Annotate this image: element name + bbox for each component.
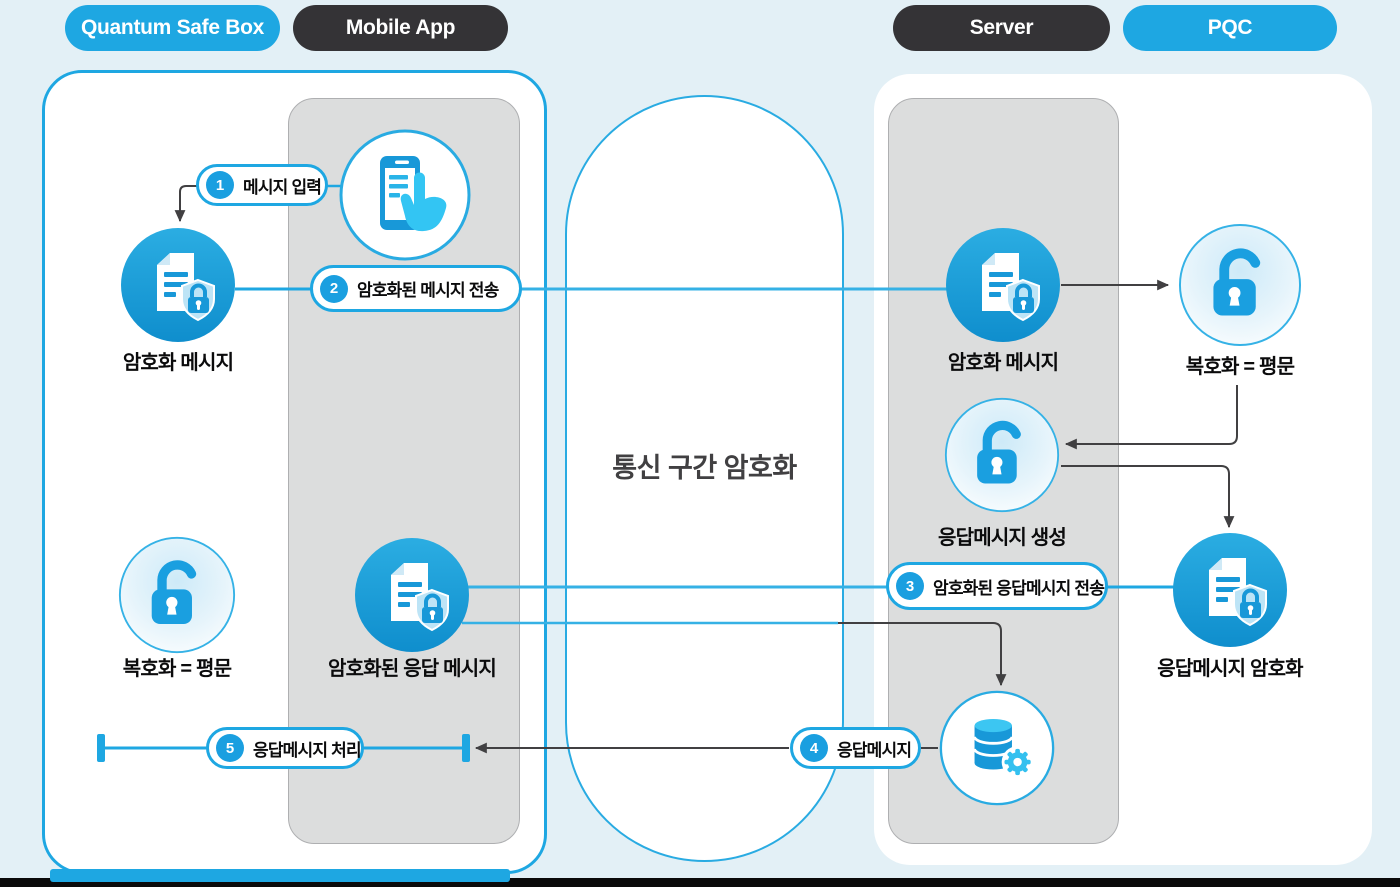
bottom-black-bar: [0, 878, 1400, 887]
step5-number: 5: [216, 734, 244, 762]
decrypt-plaintext-left-label: 복호화 = 평문: [122, 658, 232, 680]
decrypt-plaintext-right-label: 복호화 = 평문: [1185, 356, 1295, 378]
badge-quantum-safe-box: Quantum Safe Box: [65, 5, 280, 51]
badge-label: Quantum Safe Box: [80, 16, 265, 39]
open-lock-icon: [118, 536, 236, 654]
step3-pill: 3 암호화된 응답메시지 전송: [886, 562, 1108, 610]
encrypted-message-right-label: 암호화 메시지: [947, 352, 1059, 374]
step2-label: 암호화된 메시지 전송: [357, 281, 499, 300]
open-lock-icon: [1178, 223, 1302, 347]
step1-pill: 1 메시지 입력: [196, 164, 328, 206]
document-lock-icon: [1173, 533, 1287, 647]
phone-node: [338, 128, 472, 262]
encrypted-message-right-node: [946, 228, 1060, 342]
response-encrypt-label: 응답메시지 암호화: [1157, 658, 1303, 680]
step5-pill: 5 응답메시지 처리: [206, 727, 364, 769]
step1-number: 1: [206, 171, 234, 199]
bottom-blue-bar: [50, 869, 510, 882]
badge-label: Server: [969, 16, 1034, 39]
capsule-title: 통신 구간 암호화: [612, 453, 797, 483]
encrypted-response-left-node: [355, 538, 469, 652]
decrypt-plaintext-right-node: [1178, 223, 1302, 347]
step3-number: 3: [896, 572, 924, 600]
badge-server: Server: [893, 5, 1110, 51]
encrypted-message-left-label: 암호화 메시지: [122, 352, 234, 374]
encrypted-message-left-node: [121, 228, 235, 342]
open-lock-icon: [944, 397, 1060, 513]
decrypt-plaintext-left-node: [118, 536, 236, 654]
response-create-node: [944, 397, 1060, 513]
response-create-label: 응답메시지 생성: [938, 527, 1067, 549]
step5-label: 응답메시지 처리: [253, 740, 362, 760]
step4-number: 4: [800, 734, 828, 762]
encrypted-response-left-label: 암호화된 응답 메시지: [328, 658, 497, 680]
step2-pill: 2 암호화된 메시지 전송: [310, 265, 522, 312]
badge-label: Mobile App: [345, 16, 456, 39]
step3-label: 암호화된 응답메시지 전송: [933, 578, 1105, 598]
phone-touch-icon: [339, 129, 471, 261]
badge-mobile-app: Mobile App: [293, 5, 508, 51]
document-lock-icon: [121, 228, 235, 342]
database-gear-icon: [939, 690, 1055, 806]
step1-label: 메시지 입력: [243, 177, 322, 197]
step4-pill: 4 응답메시지: [790, 727, 921, 769]
step4-label: 응답메시지: [837, 740, 912, 760]
badge-label: PQC: [1207, 16, 1253, 39]
document-lock-icon: [946, 228, 1060, 342]
badge-pqc: PQC: [1123, 5, 1337, 51]
database-node: [939, 690, 1055, 806]
document-lock-icon: [355, 538, 469, 652]
response-encrypt-node: [1173, 533, 1287, 647]
step2-number: 2: [320, 274, 348, 303]
